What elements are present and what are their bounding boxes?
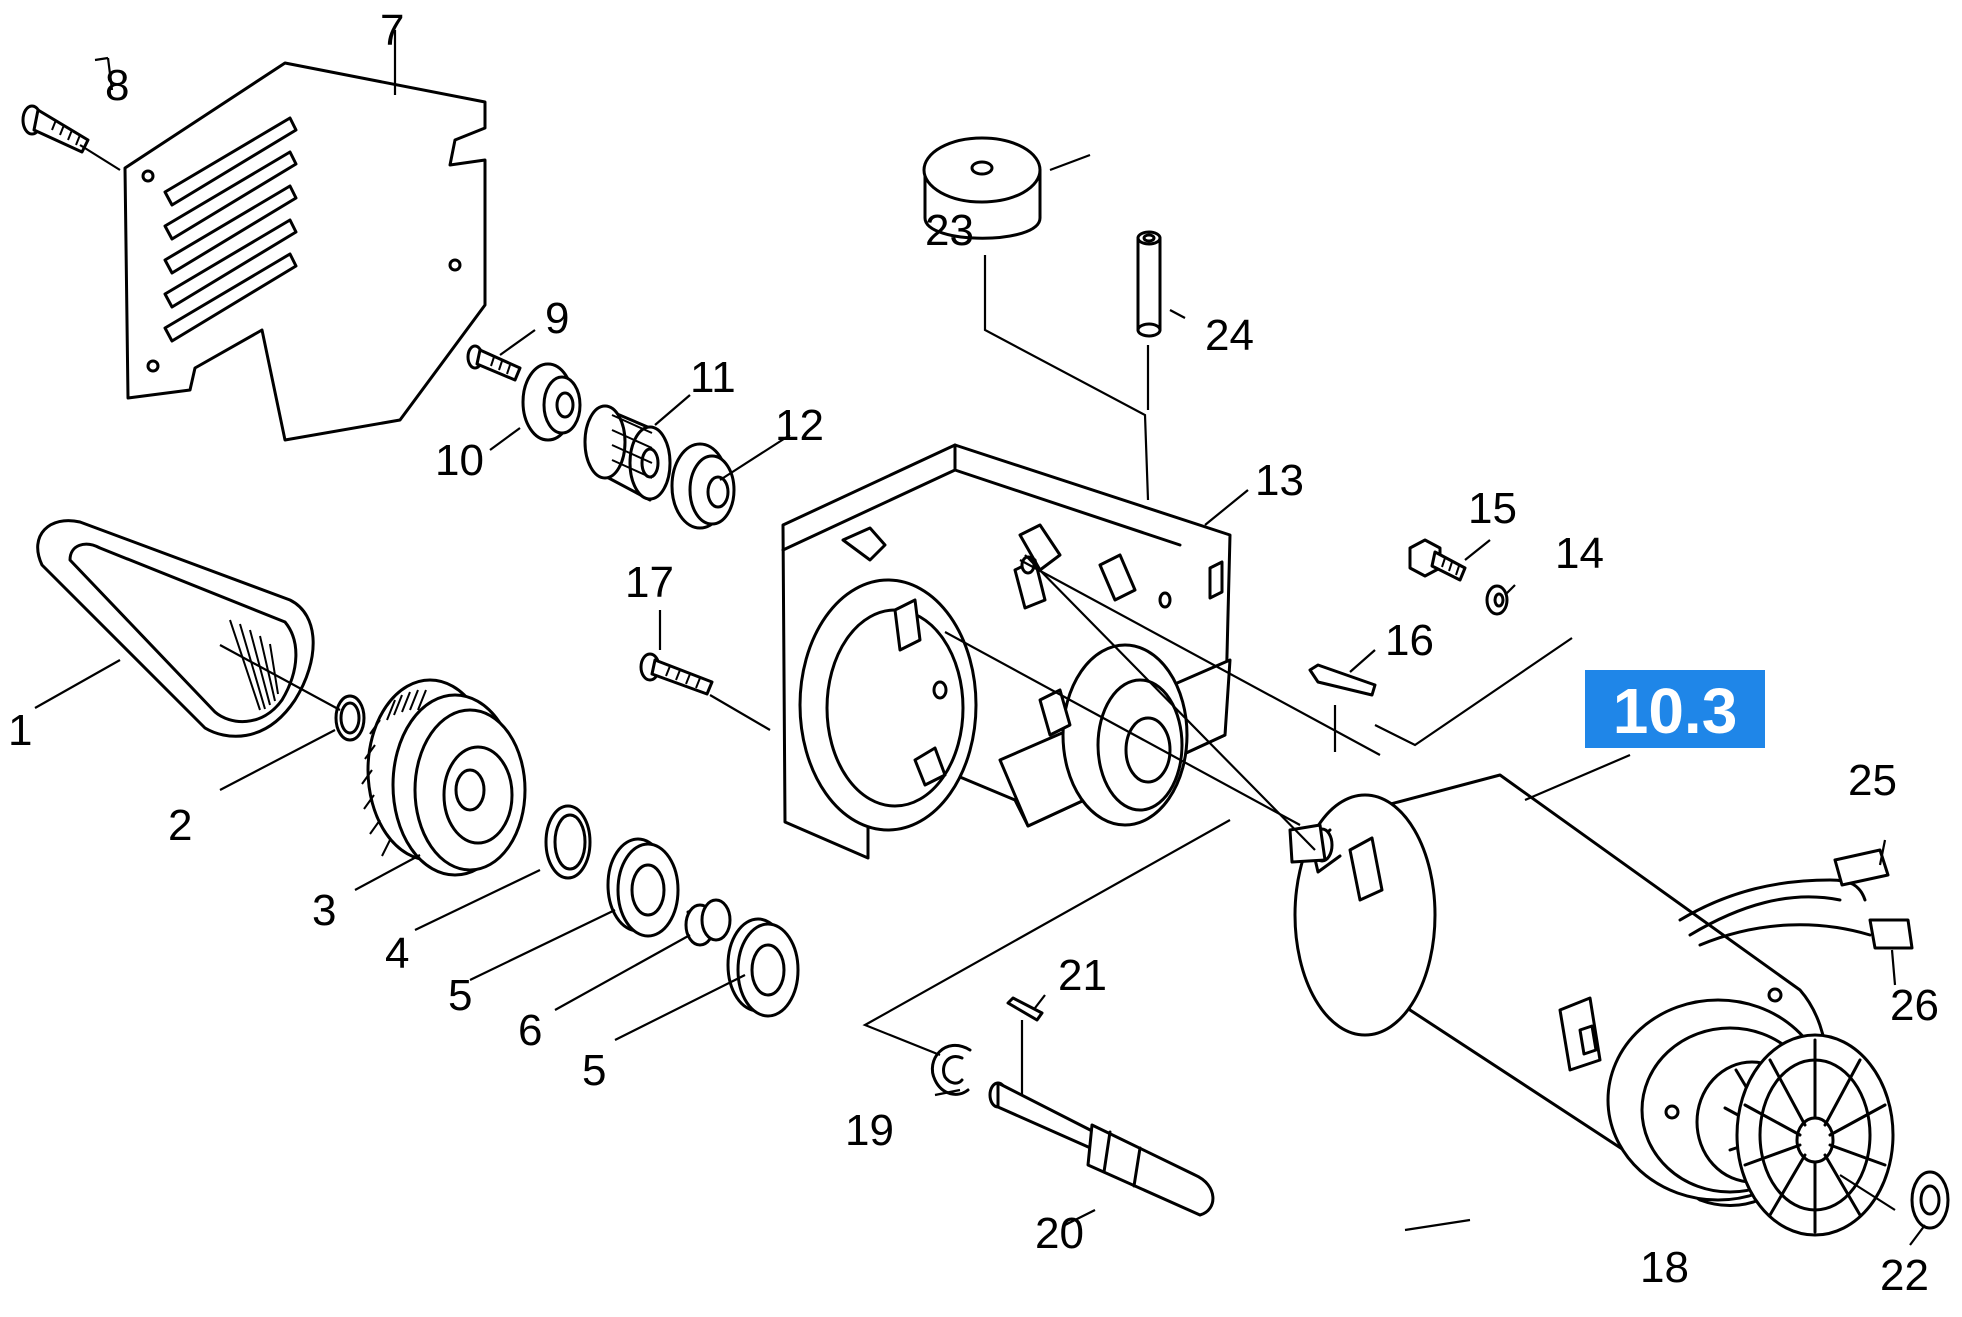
callout-19: 19 — [845, 1106, 894, 1155]
part-20-shaft — [988, 1081, 1215, 1217]
callout-17: 17 — [625, 558, 674, 607]
callout-22: 22 — [1880, 1251, 1929, 1300]
callout-16: 16 — [1385, 616, 1434, 665]
part-18-fan — [1735, 1033, 1895, 1237]
callout-20: 20 — [1035, 1209, 1084, 1258]
callout-3: 3 — [312, 886, 336, 935]
part-10-washer — [521, 362, 582, 442]
part-11-gear — [583, 404, 672, 502]
callout-25: 25 — [1848, 756, 1897, 805]
part-22-washer — [1910, 1170, 1950, 1230]
part-16-key — [1308, 663, 1377, 697]
callout-2: 2 — [168, 801, 192, 850]
part-5-bearing-upper — [606, 837, 680, 938]
leader-lines — [34, 30, 1926, 1246]
callout-6: 6 — [518, 1006, 542, 1055]
assembly-badge-bg — [1585, 670, 1765, 748]
assembly-badge-label: 10.3 — [1613, 675, 1738, 747]
callout-5-lower: 5 — [582, 1046, 606, 1095]
part-3-pulley — [361, 678, 527, 877]
callout-8: 8 — [105, 61, 129, 110]
part-7-cover-plate — [123, 61, 487, 442]
callout-18: 18 — [1640, 1243, 1689, 1292]
part-12-bushing — [670, 442, 736, 530]
part-24-sleeve — [1136, 230, 1162, 338]
part-23-rubber-foot — [922, 136, 1042, 240]
callout-14: 14 — [1555, 529, 1604, 578]
callout-10: 10 — [435, 436, 484, 485]
part-2-circlip — [334, 694, 366, 742]
callout-9: 9 — [545, 294, 569, 343]
part-15-bolt — [1408, 538, 1467, 582]
part-6-spacer — [684, 898, 732, 947]
part-8-screw — [21, 104, 90, 154]
callout-26: 26 — [1890, 981, 1939, 1030]
part-21-pin — [1006, 996, 1044, 1022]
callout-5-upper: 5 — [448, 971, 472, 1020]
callout-11: 11 — [690, 353, 736, 402]
callout-13: 13 — [1255, 456, 1304, 505]
callout-21: 21 — [1058, 951, 1107, 1000]
callout-4: 4 — [385, 929, 409, 978]
callout-12: 12 — [775, 401, 824, 450]
part-5-bearing-lower — [726, 917, 800, 1018]
callout-7: 7 — [380, 6, 404, 55]
assembly-badge[interactable]: 10.3 — [1585, 670, 1765, 748]
part-1-belt — [36, 519, 315, 738]
callout-24: 24 — [1205, 311, 1254, 360]
part-4-retaining-ring — [544, 804, 592, 880]
callout-labels: 7 8 9 10 11 12 13 14 15 16 17 23 24 1 2 … — [8, 6, 1939, 1300]
part-19-circlip — [930, 1043, 972, 1096]
part-14-washer — [1485, 584, 1509, 616]
part-9-screw — [466, 344, 522, 382]
part-17-screw — [639, 652, 714, 696]
callout-23: 23 — [925, 206, 974, 255]
part-13-housing — [781, 443, 1232, 860]
callout-15: 15 — [1468, 484, 1517, 533]
callout-1: 1 — [8, 706, 32, 755]
